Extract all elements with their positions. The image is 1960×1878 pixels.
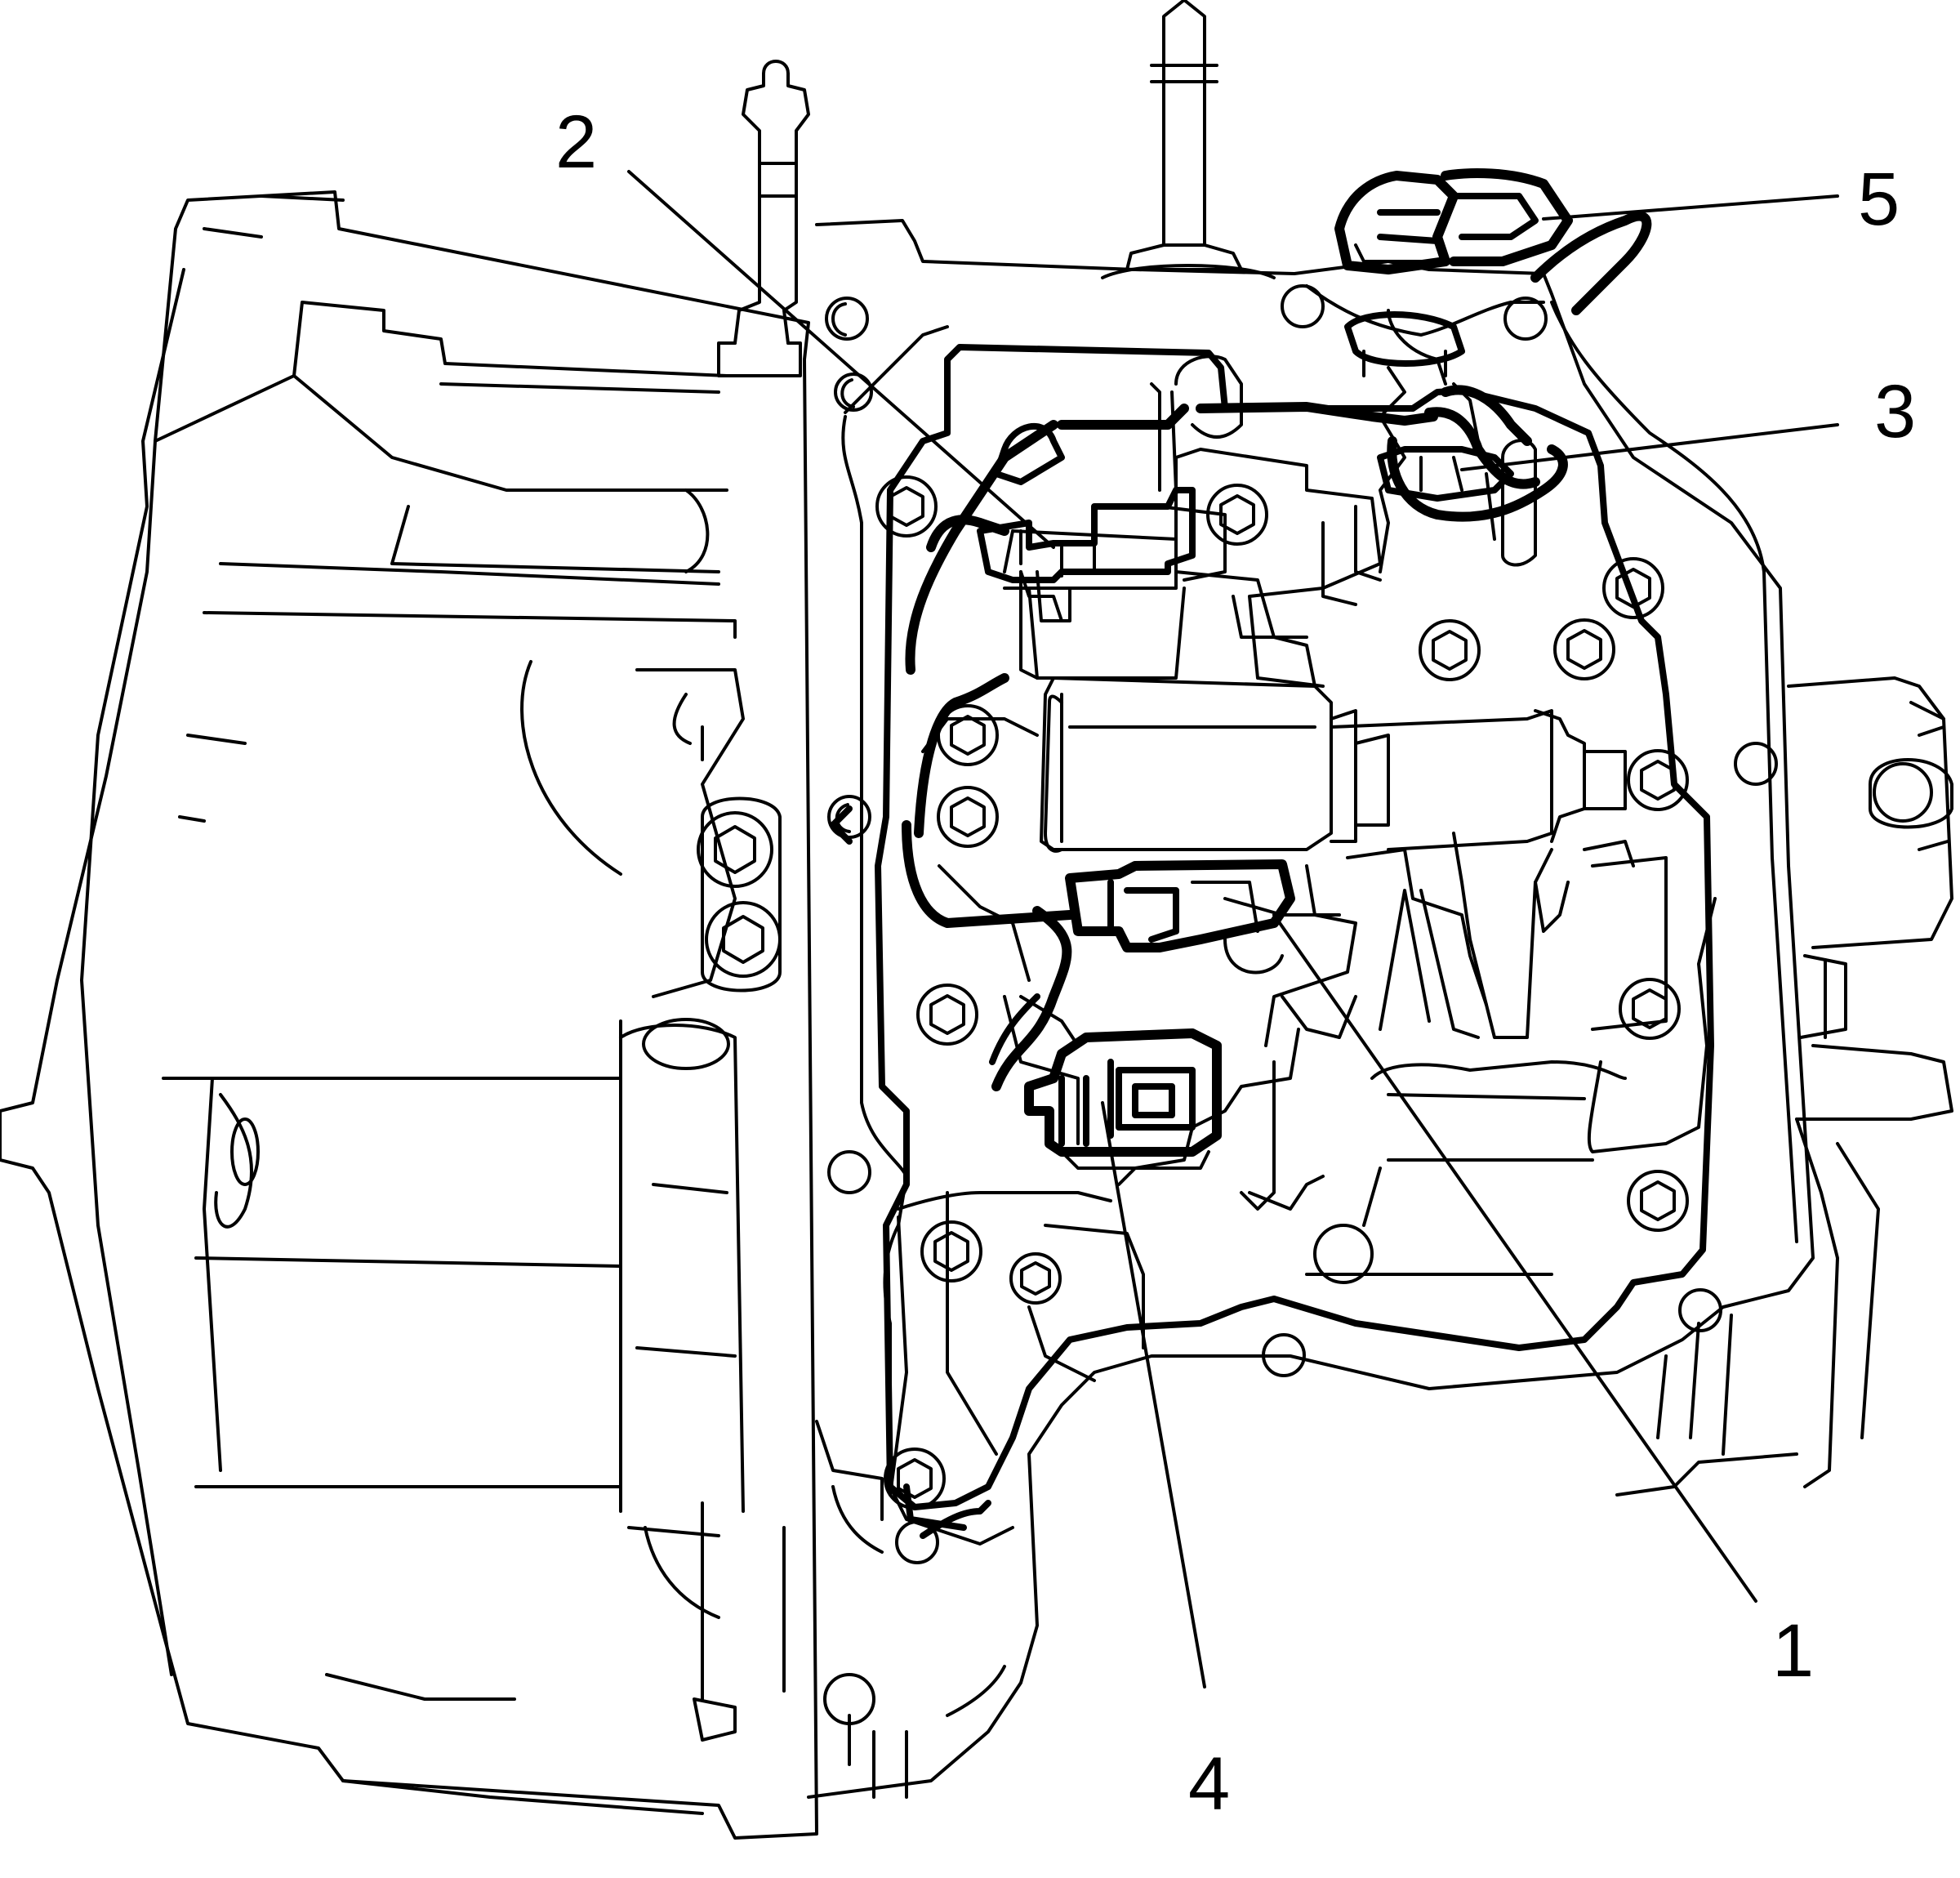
leader-lines — [627, 170, 1839, 1688]
leader-3 — [1460, 423, 1839, 471]
callout-3: 3 — [1874, 370, 1916, 453]
callout-1: 1 — [1772, 1609, 1814, 1693]
valve-components — [897, 309, 1717, 1349]
callout-4: 4 — [1188, 1742, 1230, 1826]
connector-1 — [1065, 859, 1295, 952]
valve-body-gasket — [875, 344, 1714, 1510]
flange-bolt-holes — [823, 284, 1778, 1725]
connector-2 — [977, 382, 1196, 622]
wiring-harness — [830, 211, 1652, 1539]
leader-1 — [1272, 913, 1757, 1603]
end-cover — [1615, 676, 1953, 1497]
solenoid-body — [1044, 694, 1316, 853]
callout-5: 5 — [1858, 158, 1900, 241]
case-bolts — [697, 796, 782, 993]
transmission-case — [0, 190, 818, 1840]
leader-5 — [1542, 194, 1839, 221]
callouts: 1 2 3 4 5 — [555, 100, 1916, 1826]
valve-body-flange — [807, 219, 1815, 1799]
leader-4 — [1101, 1101, 1206, 1688]
connector-3 — [1344, 311, 1514, 502]
upper-fittings — [717, 0, 1276, 377]
connector-5 — [1334, 168, 1573, 274]
callout-2: 2 — [555, 100, 597, 184]
leader-2 — [627, 170, 1055, 549]
connector-4 — [1024, 1028, 1222, 1170]
